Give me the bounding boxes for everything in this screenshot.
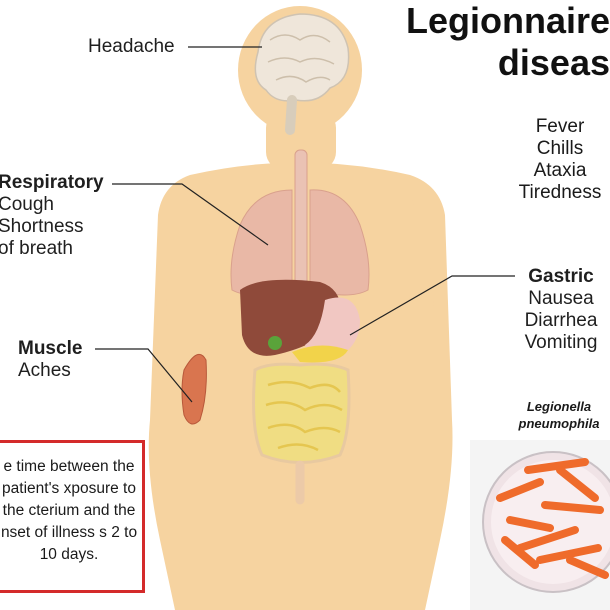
label-group-respiratory: Respiratory Cough Shortness of breath	[0, 172, 104, 260]
general-item: Tiredness	[518, 182, 602, 203]
general-item: Chills	[536, 138, 584, 159]
respiratory-item: Shortness	[0, 216, 84, 237]
gallbladder-icon	[268, 336, 282, 350]
bacteria-icon	[482, 451, 610, 593]
title-line-2: diseas	[497, 42, 610, 83]
gastric-heading: Gastric	[528, 266, 594, 287]
gastric-item: Nausea	[528, 288, 594, 309]
muscle-item: Aches	[18, 360, 71, 381]
muscle-heading: Muscle	[18, 338, 83, 359]
gastric-item: Vomiting	[524, 332, 598, 353]
incubation-info-box	[0, 440, 145, 593]
label-group-general: Fever Chills Ataxia Tiredness	[512, 116, 608, 204]
muscle-icon	[181, 353, 207, 425]
label-group-muscle: Muscle Aches	[18, 338, 82, 382]
pancreas-icon	[292, 345, 348, 363]
diagram-title: Legionnaire diseas	[406, 0, 610, 84]
general-item: Ataxia	[533, 160, 587, 181]
respiratory-item: Cough	[0, 194, 54, 215]
intestines-icon	[252, 362, 351, 505]
stomach-icon	[305, 297, 360, 361]
respiratory-heading: Respiratory	[0, 172, 104, 193]
gastric-item: Diarrhea	[524, 310, 598, 331]
species-label: Legionella pneumophila	[500, 398, 610, 432]
general-item: Fever	[535, 116, 585, 137]
respiratory-item: of breath	[0, 238, 73, 259]
species-line-1: Legionella	[526, 399, 592, 414]
label-headache: Headache	[88, 36, 175, 57]
label-group-gastric: Gastric Nausea Diarrhea Vomiting	[514, 266, 608, 354]
incubation-info-text: e time between the patient's xposure to …	[0, 458, 138, 563]
connector-lines	[95, 46, 515, 403]
species-line-2: pneumophila	[518, 416, 600, 431]
title-line-1: Legionnaire	[405, 0, 610, 41]
brain-icon	[254, 13, 350, 135]
